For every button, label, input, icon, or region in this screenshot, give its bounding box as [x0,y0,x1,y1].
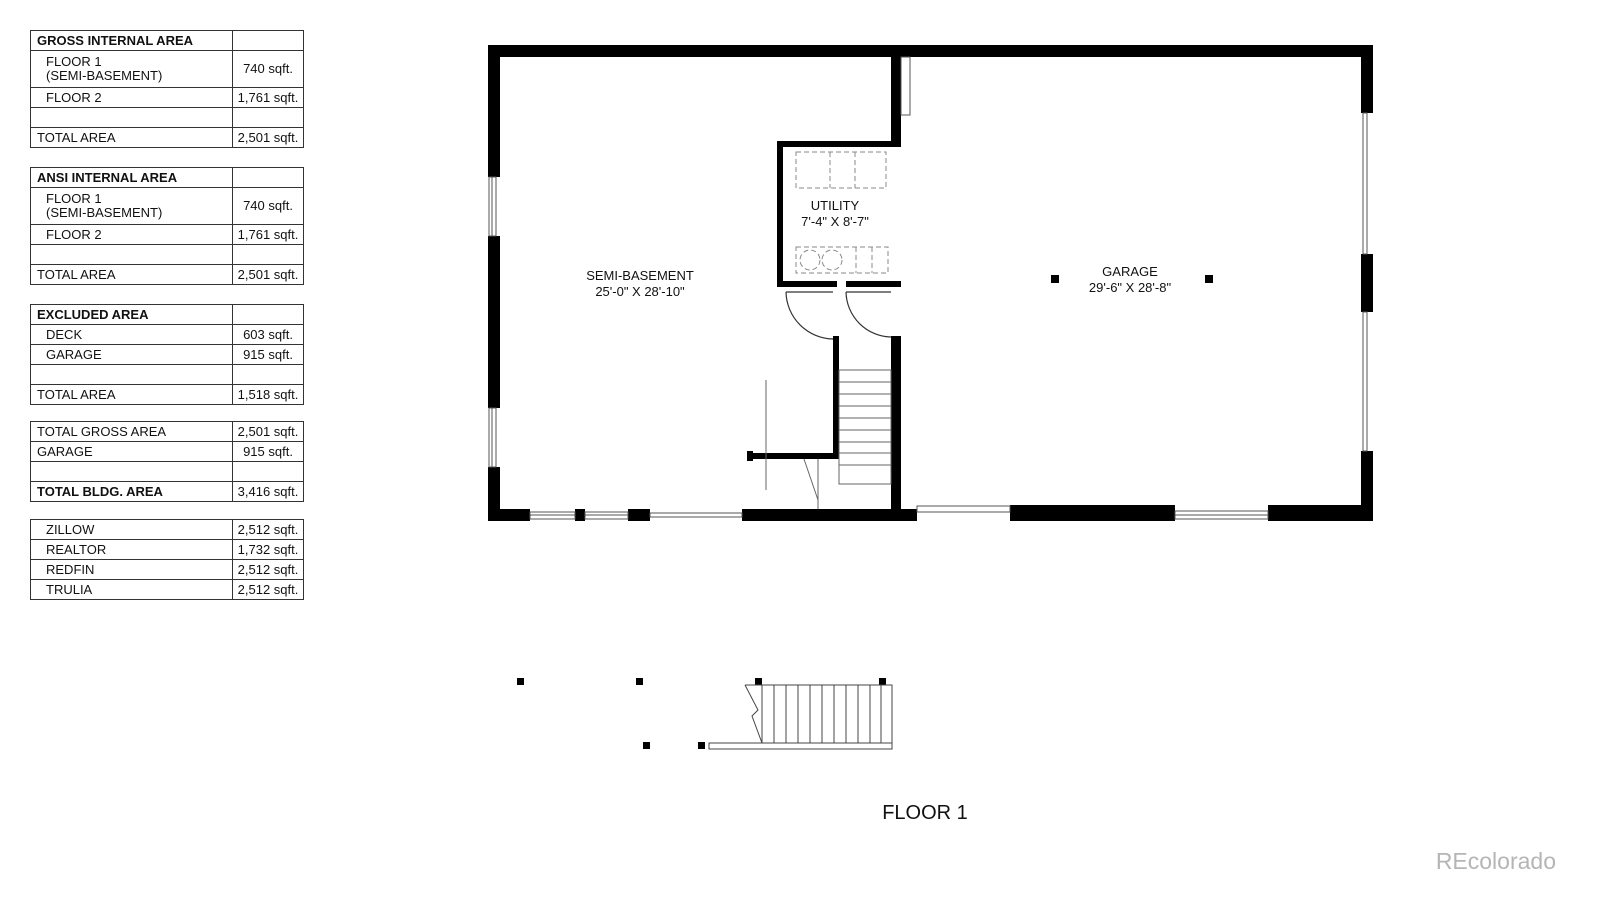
room-name: GARAGE [1102,264,1158,279]
row-value: 2,501 sqft. [232,421,304,442]
row-label: TOTAL AREA [30,264,233,285]
row-label: GARAGE [30,344,233,365]
floor-title: FLOOR 1 [882,802,968,824]
row-label-line1: FLOOR 1 [46,191,102,206]
row-value: 740 sqft. [232,187,304,225]
row-label-line2: (SEMI-BASEMENT) [46,205,163,220]
row-label-line2: (SEMI-BASEMENT) [46,68,163,83]
row-label: TOTAL BLDG. AREA [30,481,233,502]
utility-fixtures [795,151,889,274]
row-value: 740 sqft. [232,50,304,88]
row-value: 1,732 sqft. [232,539,304,560]
row-label: TRULIA [30,579,233,600]
exterior-stairs [708,684,893,750]
row-label: FLOOR 1(SEMI-BASEMENT) [30,187,233,225]
room-name: SEMI-BASEMENT [586,268,694,283]
row-label: FLOOR 1(SEMI-BASEMENT) [30,50,233,88]
row-label-line1: FLOOR 1 [46,54,102,69]
row-value: 2,512 sqft. [232,559,304,580]
room-dimensions: 25'-0" X 28'-10" [595,284,685,299]
row-value: 1,761 sqft. [232,224,304,245]
row-value: 3,416 sqft. [232,481,304,502]
windows [488,56,1368,520]
interior-stairs [765,369,892,509]
row-label: TOTAL AREA [30,127,233,148]
door-swings [785,291,892,340]
ansi-internal-area-table: ANSI INTERNAL AREA FLOOR 1(SEMI-BASEMENT… [30,167,304,285]
row-value: 1,518 sqft. [232,384,304,405]
room-semi-basement: SEMI-BASEMENT 25'-0" X 28'-10" [586,268,694,300]
brand-watermark: REcolorado [1435,848,1556,874]
gross-internal-area-table: GROSS INTERNAL AREA FLOOR 1(SEMI-BASEMEN… [30,30,304,148]
row-value: 2,501 sqft. [232,127,304,148]
walls [488,45,1373,749]
room-utility: UTILITY 7'-4" X 8'-7" [801,198,869,230]
room-dimensions: 29'-6" X 28'-8" [1088,280,1172,295]
row-value: 603 sqft. [232,324,304,345]
room-dimensions: 7'-4" X 8'-7" [801,214,869,229]
row-value: 2,512 sqft. [232,579,304,600]
row-label: TOTAL AREA [30,384,233,405]
row-value: 2,501 sqft. [232,264,304,285]
room-name: UTILITY [810,198,860,213]
room-garage: GARAGE 29'-6" X 28'-8" [1089,264,1171,296]
row-label: REDFIN [30,559,233,580]
